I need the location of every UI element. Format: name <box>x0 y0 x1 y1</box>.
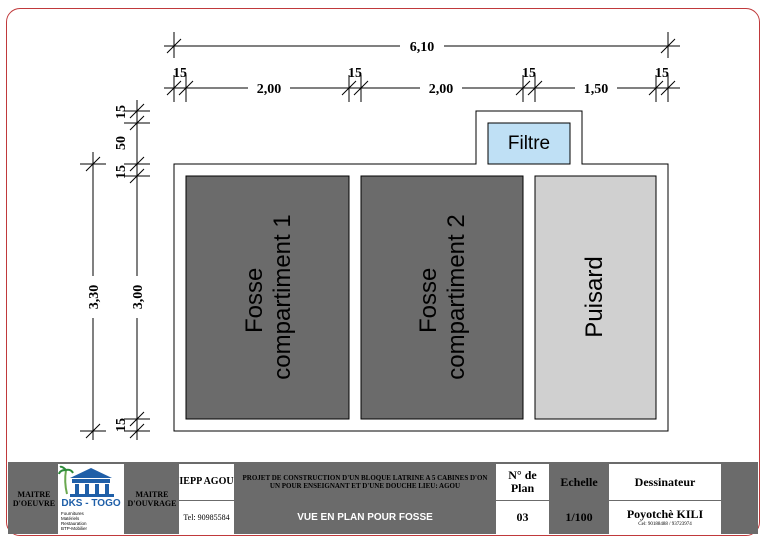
puisard-label: Puisard <box>581 256 608 337</box>
fosse2-label: Fosse compartiment 2 <box>415 214 470 379</box>
scale-label: Echelle <box>550 464 608 500</box>
span1-label-bg <box>248 80 290 96</box>
span3-label-bg <box>575 80 617 96</box>
fosse1-label: Fosse compartiment 1 <box>241 214 296 379</box>
dim-left-15-bottom: 15 <box>114 418 129 432</box>
designer-label: Dessinateur <box>609 464 721 500</box>
drawing-frame <box>6 8 760 536</box>
fosse-compartiment-1 <box>185 175 350 420</box>
logo-item-3: Restauration <box>61 521 87 526</box>
dim-left-15-top: 15 <box>114 105 129 119</box>
fosse2-label-line2: compartiment 2 <box>443 214 470 379</box>
dim-wall-top-1: 15 <box>173 66 187 81</box>
logo-item-4: BTP-Mobilier <box>61 526 88 531</box>
fosse-compartiment-2 <box>360 175 524 420</box>
dim-span-3: 1,50 <box>584 82 609 97</box>
total-height-label-bg <box>85 276 101 318</box>
logo-name: DKS - TOGO <box>61 498 120 509</box>
palm-icon <box>64 469 68 495</box>
designer-name: Poyotchè KILI <box>626 507 704 521</box>
dim-span-2: 2,00 <box>429 82 454 97</box>
dim-wall-top-2: 15 <box>348 66 362 81</box>
inner-height-label-bg <box>129 276 145 318</box>
filtre-box <box>487 122 571 165</box>
dim-left-15-mid: 15 <box>114 165 129 179</box>
dim-total-width: 6,10 <box>410 40 435 55</box>
dim-wall-top-4: 15 <box>655 66 669 81</box>
plan-number-label: N° de Plan <box>496 464 549 500</box>
span2-label-bg <box>420 80 462 96</box>
dim-wall-top-3: 15 <box>522 66 536 81</box>
puisard <box>534 175 657 420</box>
maitre-oeuvre-label: MAITRE D'OEUVRE <box>10 466 58 532</box>
dim-total-height: 3,30 <box>87 285 102 310</box>
fosse1-label-line2: compartiment 1 <box>269 214 296 379</box>
logo-graphic: DKS - TOGO Fournitures Matériels Restaur… <box>58 465 121 531</box>
drawing-title: VUE EN PLAN POUR FOSSE <box>235 501 495 534</box>
client-tel: Tel: 90985584 <box>179 501 234 534</box>
fosse2-label-line1: Fosse <box>415 268 442 333</box>
project-description: PROJET DE CONSTRUCTION D'UN BLOQUE LATRI… <box>235 464 495 500</box>
designer-block: Poyotchè KILI Cel: 90188488 / 93723974 <box>609 501 721 534</box>
maitre-ouvrage-label: MAITRE D'OUVRAGE <box>126 466 178 532</box>
scale-value: 1/100 <box>550 501 608 534</box>
logo-item-1: Fournitures <box>61 511 85 516</box>
company-logo: DKS - TOGO Fournitures Matériels Restaur… <box>58 464 124 534</box>
dim-inner-height: 3,00 <box>131 285 146 310</box>
dim-span-1: 2,00 <box>257 82 282 97</box>
logo-item-2: Matériels <box>61 516 80 521</box>
total-width-label-bg <box>400 37 444 53</box>
dim-left-50: 50 <box>114 136 129 150</box>
client-name: IEPP AGOU <box>179 464 234 500</box>
plan-number: 03 <box>496 501 549 534</box>
filtre-label: Filtre <box>508 133 550 154</box>
fosse1-label-line1: Fosse <box>241 268 268 333</box>
designer-tel: Cel: 90188488 / 93723974 <box>638 522 692 527</box>
roof-icon <box>70 468 112 478</box>
left-dimension-lines <box>80 100 150 440</box>
